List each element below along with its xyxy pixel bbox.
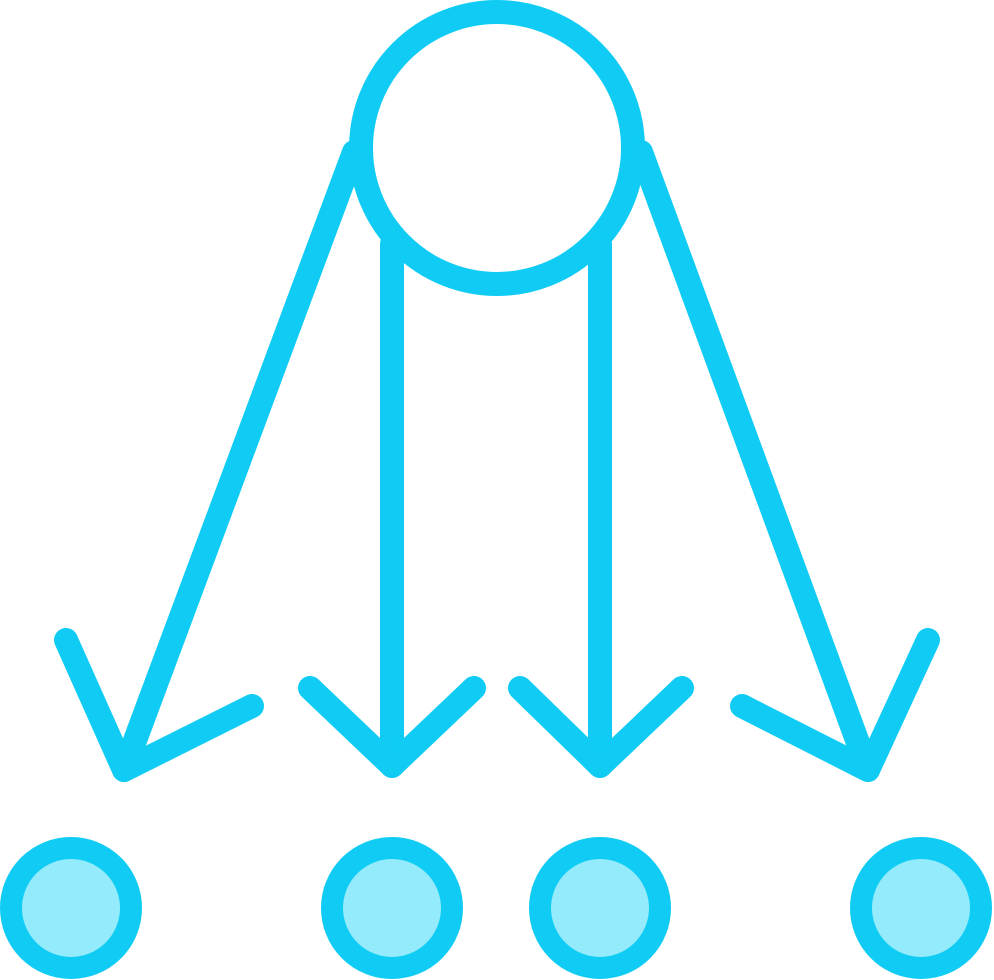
target-node-4 <box>850 837 992 979</box>
arrow-2-head <box>298 676 486 778</box>
arrow-3 <box>508 232 694 778</box>
target-node-2 <box>321 837 463 979</box>
arrow-4-shaft <box>629 140 880 782</box>
arrow-1-head <box>54 628 264 782</box>
arrow-2 <box>298 232 486 778</box>
arrow-1 <box>54 140 366 782</box>
target-node-1 <box>0 837 142 979</box>
target-node-3 <box>529 837 671 979</box>
arrow-4-head <box>730 628 940 782</box>
arrow-1-shaft <box>112 140 366 782</box>
arrow-3-head <box>508 676 694 778</box>
arrow-4 <box>629 140 940 782</box>
